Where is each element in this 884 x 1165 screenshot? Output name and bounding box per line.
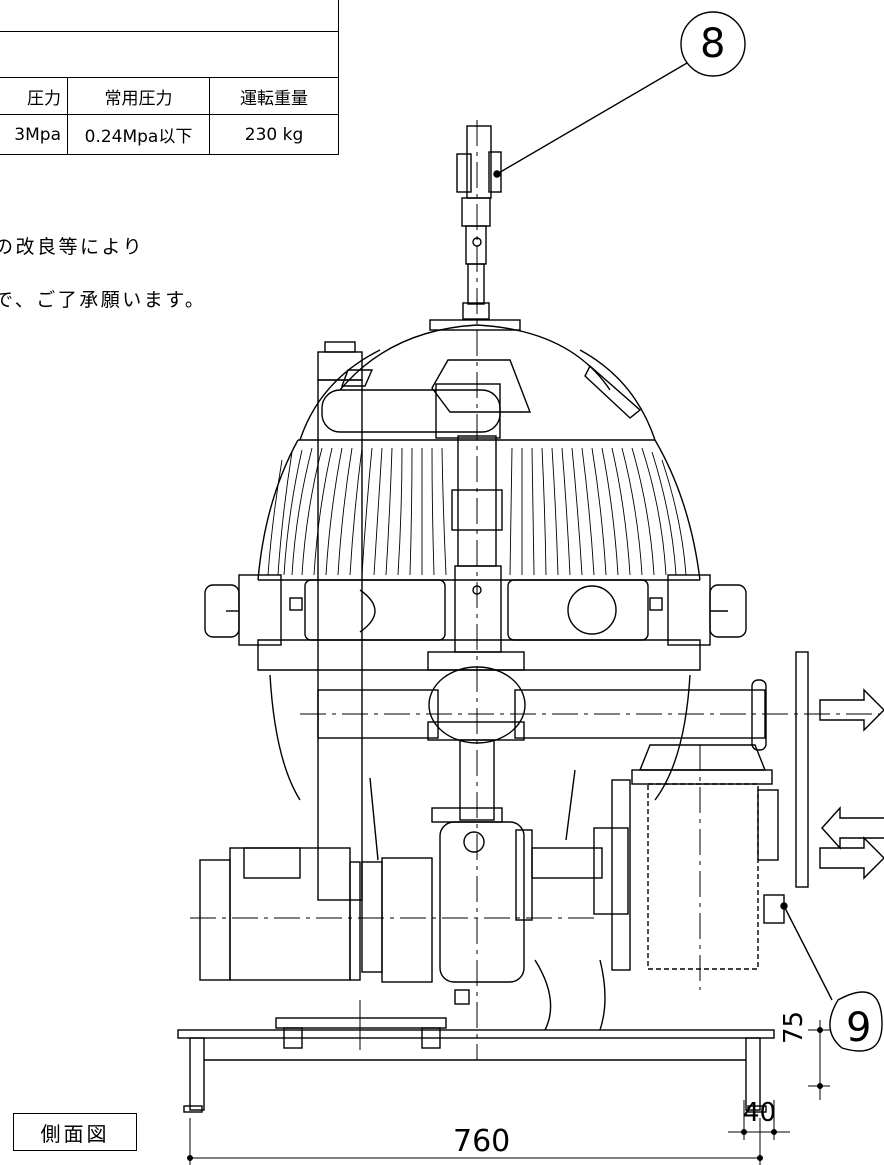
spec-table: 圧力 常用圧力 運転重量 3Mpa 0.24Mpa以下 230 kg: [0, 0, 339, 155]
callout-9-label: 9: [846, 1005, 872, 1051]
table-value-operating-weight: 230 kg: [209, 114, 339, 155]
top-valve-assembly: [456, 120, 502, 1060]
table-header-operating-weight: 運転重量: [209, 77, 339, 115]
outlet-arrow-2: [819, 836, 884, 880]
dimension-lines: [187, 1020, 830, 1165]
base-frame: [177, 1017, 775, 1113]
pump-motor: [190, 769, 606, 1050]
callout-8-label: 8: [700, 21, 726, 67]
table-header-pressure: 圧力: [0, 77, 68, 115]
callout-9-circle: [829, 991, 883, 1052]
upper-piping: [317, 341, 526, 901]
view-label: 側面図: [13, 1113, 137, 1151]
dimension-offset: 40: [743, 1098, 777, 1128]
filter-dome: [257, 319, 701, 801]
callout-8-dot: [493, 170, 501, 178]
side-ports: [204, 565, 747, 653]
inlet-arrow: [821, 806, 884, 850]
outlet-arrow: [819, 688, 884, 732]
table-value-pressure: 3Mpa: [0, 114, 68, 155]
table-value-working-pressure: 0.24Mpa以下: [67, 114, 210, 155]
callout-8-circle: [680, 11, 746, 77]
callout-9-leader: [783, 905, 833, 1001]
note-line-1: の改良等により: [0, 236, 145, 258]
callout-8-leader: [496, 62, 688, 175]
outlet-pipe: [300, 651, 884, 888]
dimension-width: 760: [453, 1124, 511, 1159]
dimension-height: 75: [779, 1010, 809, 1044]
note-line-2: で、ご了承願います。: [0, 289, 207, 311]
strainer: [593, 744, 785, 990]
